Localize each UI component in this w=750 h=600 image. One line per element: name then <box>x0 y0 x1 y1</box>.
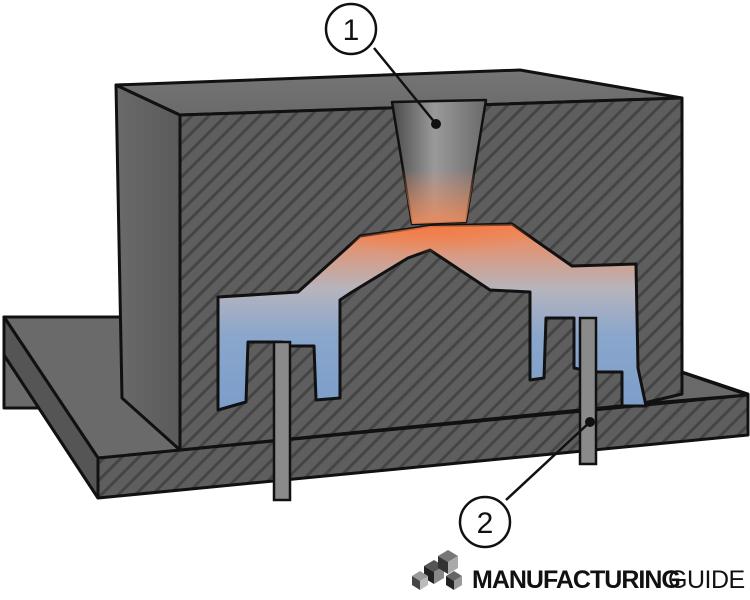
cavity-glow <box>298 224 572 292</box>
ejector-pin-right <box>578 316 598 466</box>
callout-1: 1 <box>324 2 378 56</box>
brand-name-bold: MANUFACTURING <box>472 566 680 594</box>
mold-block-side <box>114 83 182 452</box>
callout-2: 2 <box>458 495 512 549</box>
callout-leader-1 <box>373 47 437 125</box>
brand-logo: MANUFACTURING GUIDE <box>412 550 745 594</box>
callout-1-label: 1 <box>343 14 360 47</box>
mold-block-section <box>178 96 684 452</box>
callout-2-label: 2 <box>477 507 494 540</box>
ejector-pin-left <box>272 340 292 502</box>
callout-leader-2 <box>505 421 591 501</box>
brand-name-light: GUIDE <box>668 566 745 594</box>
sprue-hot-tip <box>402 168 476 224</box>
base-plate-left-edge <box>2 315 100 500</box>
callout-dot-2 <box>585 417 595 427</box>
callout-dot-1 <box>431 119 441 129</box>
logo-cubes-icon <box>412 550 462 590</box>
